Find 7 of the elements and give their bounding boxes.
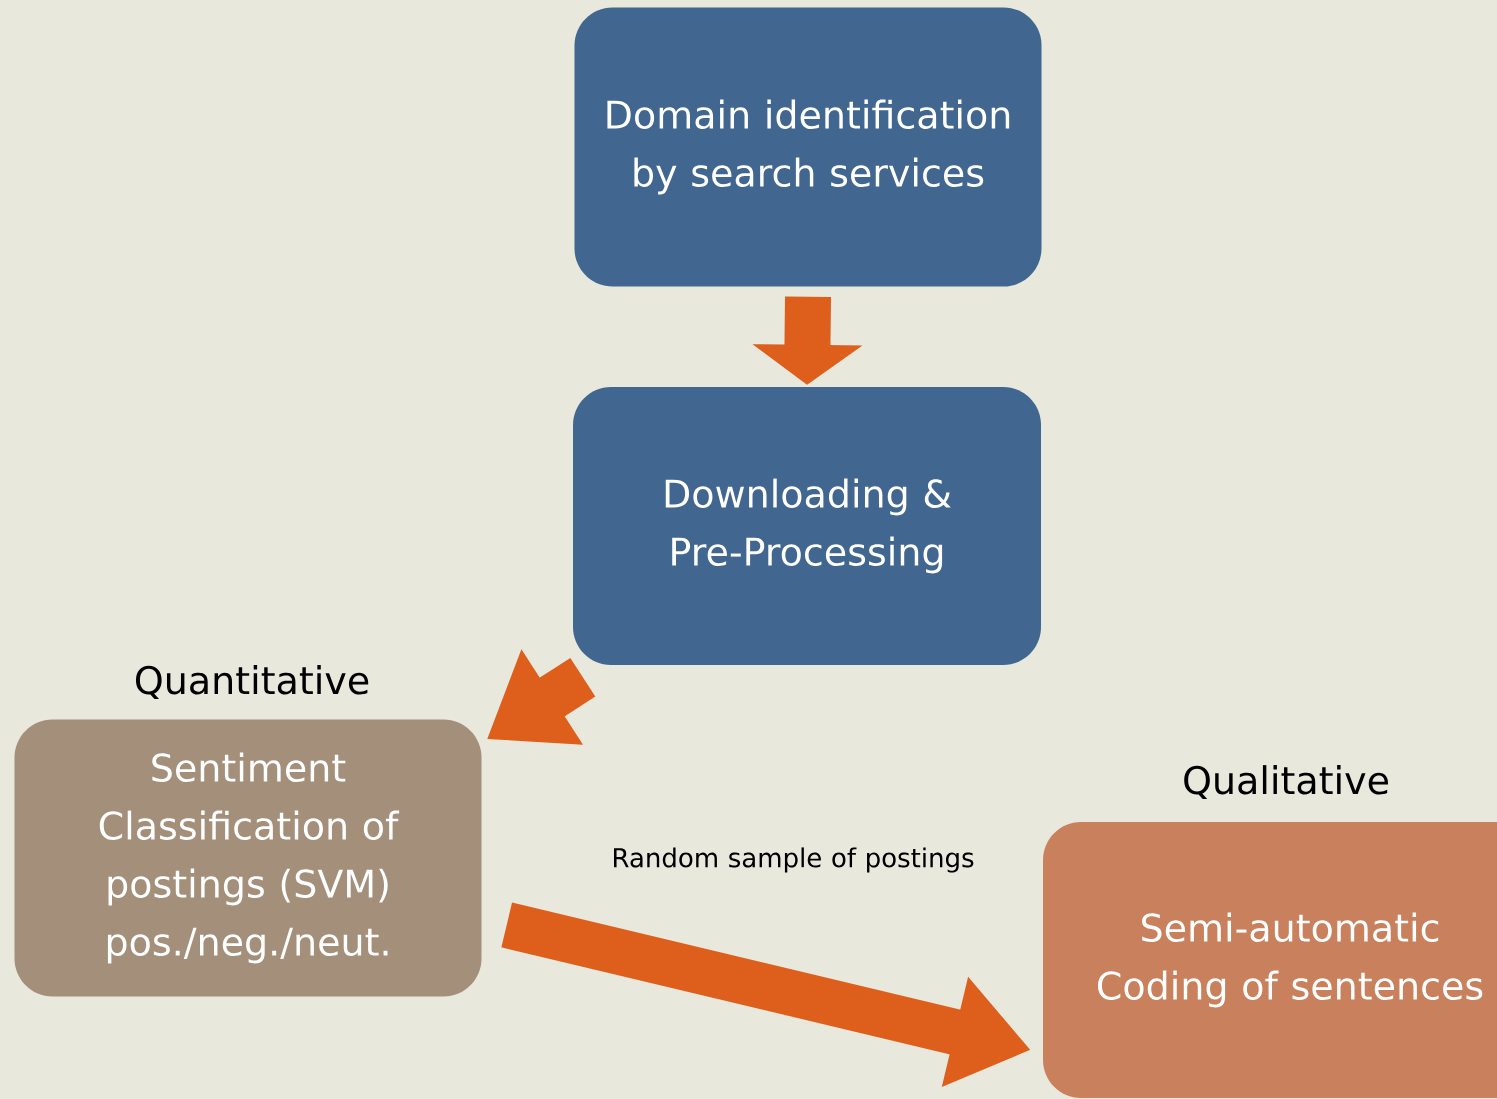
process-box: Downloading & Pre-Processing xyxy=(573,387,1041,665)
edge-label: Random sample of postings xyxy=(604,844,982,876)
box-heading: Quantitative xyxy=(135,665,369,699)
process-box: Sentiment Classification of postings (SVM) pos./neg./neut. xyxy=(14,719,482,997)
process-box: Semi-automatic Coding of sentences xyxy=(1043,822,1497,1098)
box-heading: Qualitative xyxy=(1184,765,1388,799)
process-box: Domain identification by search services xyxy=(574,7,1042,287)
